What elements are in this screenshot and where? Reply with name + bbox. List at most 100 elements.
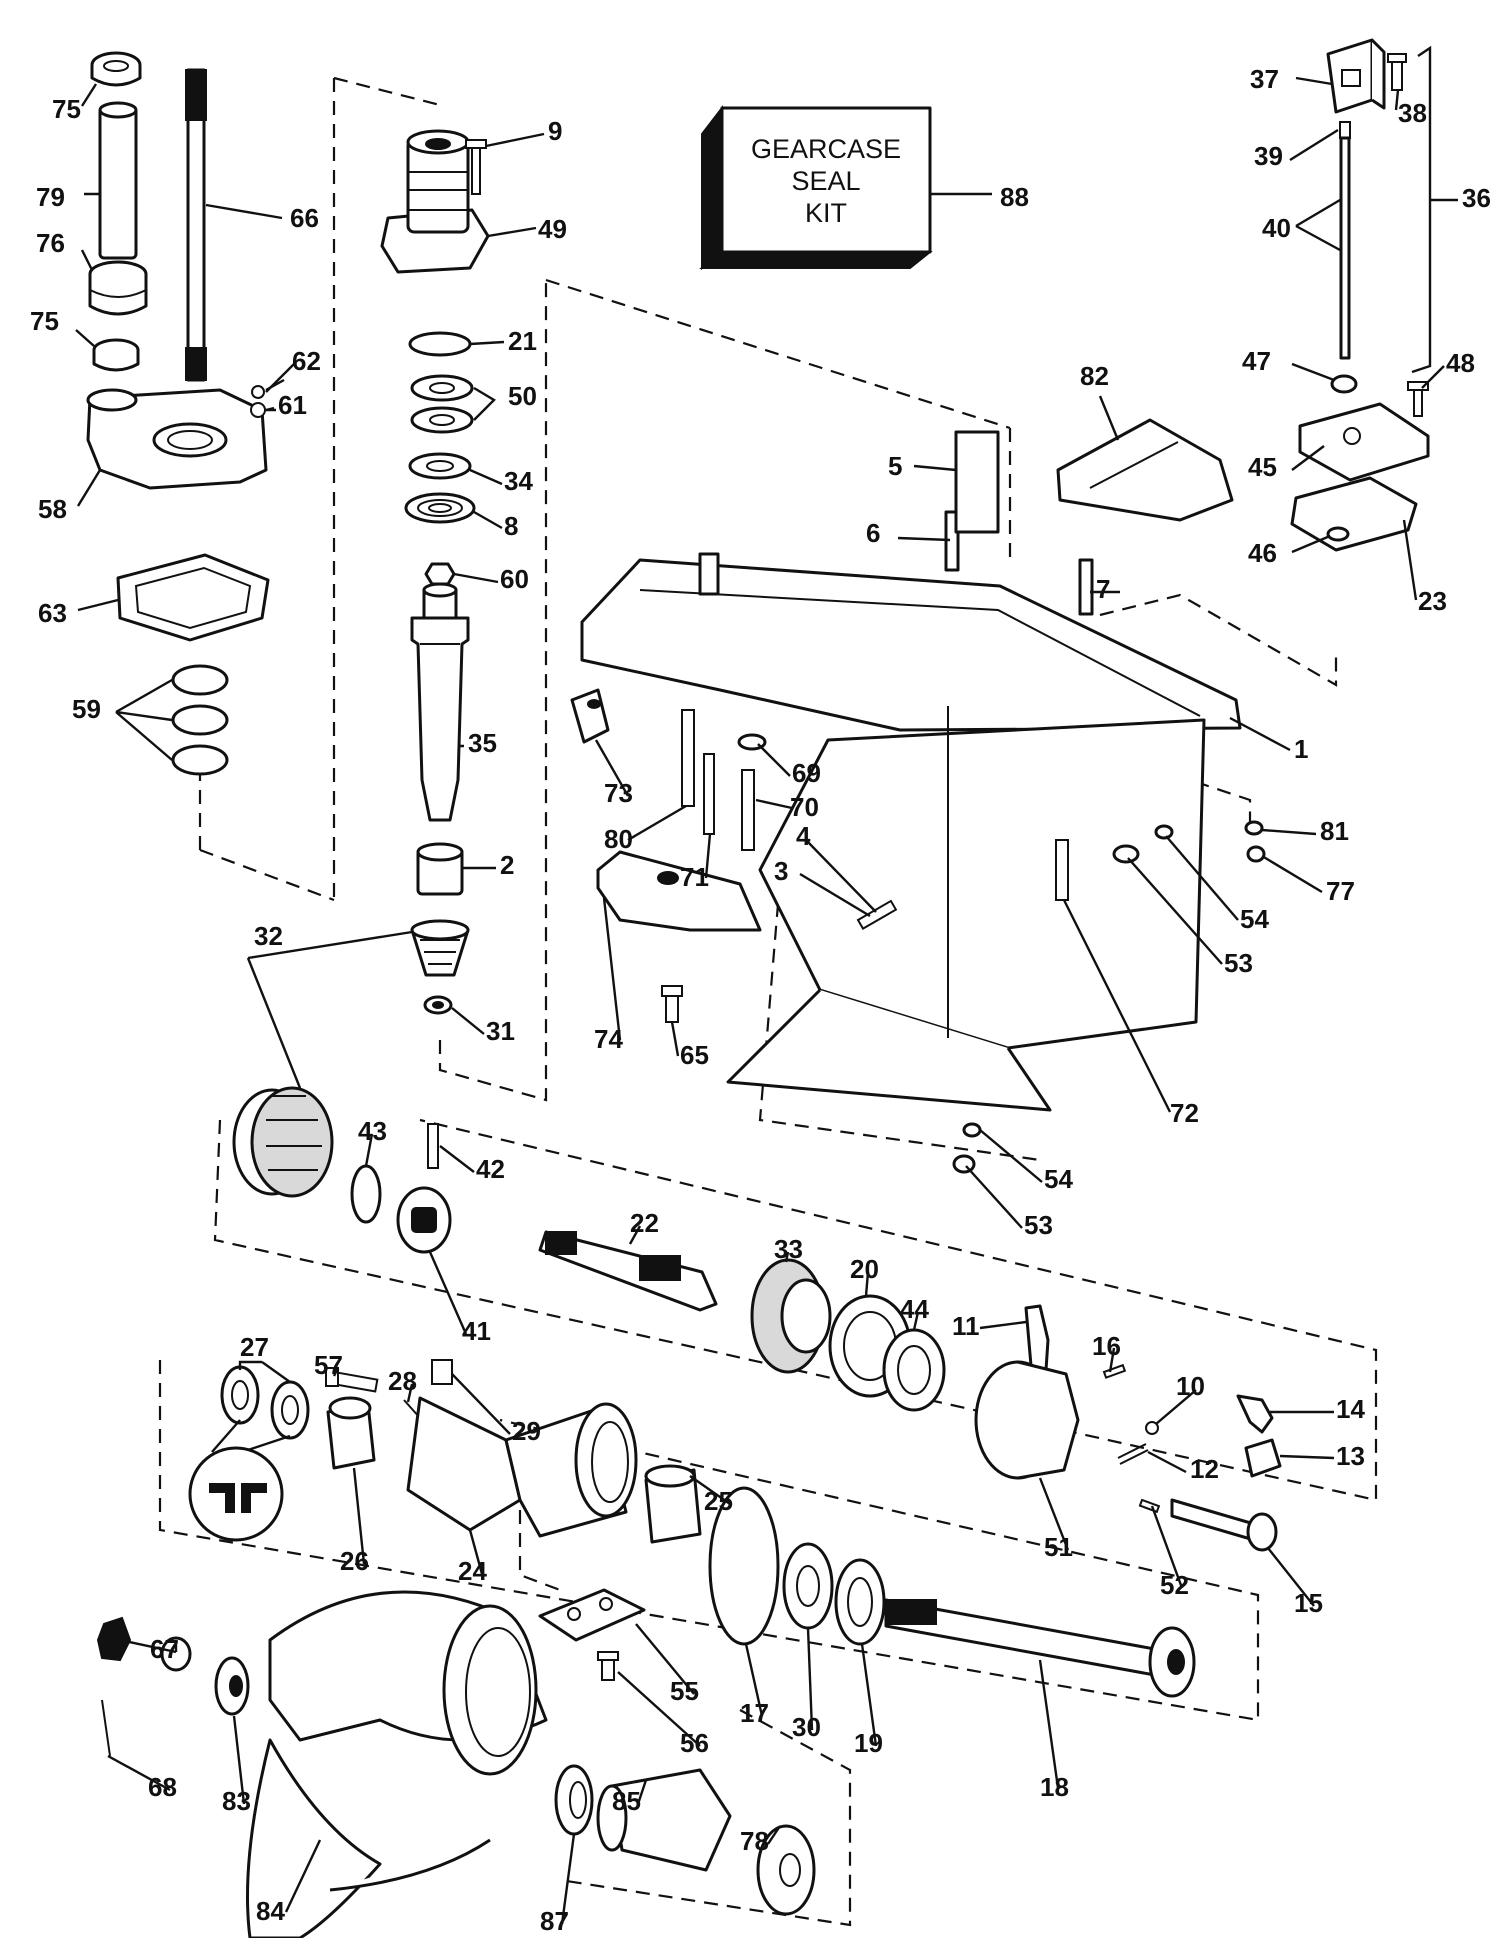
part-3-4-72-screws [856,839,1069,931]
callout-85: 85 [612,1786,641,1816]
callout-53: 53 [1024,1210,1053,1240]
part-8-thrust-bearing [404,492,476,524]
part-23-gasket [1290,476,1418,552]
callout-84: 84 [256,1896,285,1926]
callout-15: 15 [1294,1588,1323,1618]
callout-71: 71 [680,862,709,892]
callout-25: 25 [704,1486,733,1516]
callout-26: 26 [340,1546,369,1576]
part-49-pump-body [380,129,490,274]
callout-17: 17 [740,1698,769,1728]
callout-70: 70 [790,792,819,822]
callout-8: 8 [504,511,518,541]
part-25-bearing [644,1464,702,1544]
callout-40: 40 [1262,213,1291,243]
callout-11: 11 [952,1311,980,1341]
callout-23: 23 [1418,586,1447,616]
part-9-screw [465,139,487,195]
part-53-54-drain-screws [952,820,1266,1174]
part-65-screw [661,985,683,1023]
callout-3: 3 [774,856,788,886]
callout-16: 16 [1092,1331,1121,1361]
kit-label-line2: SEAL [791,166,860,196]
callout-55: 55 [670,1676,699,1706]
callout-76: 76 [36,228,65,258]
callout-18: 18 [1040,1772,1069,1802]
part-35-driveshaft-lower [410,582,470,822]
callout-36: 36 [1462,183,1491,213]
part-50-washers [410,374,496,434]
part-34-washer [408,452,472,480]
kit-label-line1: GEARCASE [751,134,901,164]
callout-77: 77 [1326,876,1355,906]
part-42-pin [427,1123,439,1169]
part-58-pump-housing [86,388,268,490]
part-27-seal-section-detail [188,1419,291,1542]
callout-38: 38 [1398,98,1427,128]
callout-81: 81 [1320,816,1349,846]
gearcase-seal-kit-box: GEARCASE SEAL KIT [699,105,992,271]
part-47-grommet [1330,374,1358,394]
callout-48: 48 [1446,348,1475,378]
part-67-nut-and-lock [96,1616,192,1672]
dashed-group-lines [158,76,1378,1927]
callout-49: 49 [538,214,567,244]
callout-32: 32 [254,921,283,951]
callout-75: 75 [30,306,59,336]
callout-45: 45 [1248,452,1277,482]
part-79-tube [98,101,138,260]
callout-leaders [75,76,1445,1925]
callout-43: 43 [358,1116,387,1146]
part-26-bearing [326,1396,376,1470]
part-16-10-12-small-parts [1102,1363,1159,1465]
callout-87: 87 [540,1906,569,1936]
callout-4: 4 [796,821,811,851]
part-41-clutch-dog [396,1186,452,1254]
callout-27: 27 [240,1332,269,1362]
part-55-plate [538,1588,646,1642]
callout-13: 13 [1336,1441,1365,1471]
callout-numbers: 7579667675626158635994921503486035232318… [30,64,1491,1936]
callout-41: 41 [462,1316,491,1346]
part-17-o-ring [708,1486,780,1646]
callout-19: 19 [854,1728,883,1758]
callout-24: 24 [458,1556,487,1586]
part-76-bushing [88,260,148,316]
part-73-anode-block [570,688,610,744]
callout-57: 57 [314,1350,343,1380]
callout-37: 37 [1250,64,1279,94]
callout-42: 42 [476,1154,505,1184]
part-63-gasket [116,553,270,642]
part-87-spacer [554,1764,594,1836]
callout-59: 59 [72,694,101,724]
callout-5: 5 [888,451,902,481]
part-66-driveshaft [185,68,283,382]
part-45-cover-plate [1298,402,1430,482]
kit-label-line3: KIT [805,198,847,228]
callout-12: 12 [1190,1454,1219,1484]
callout-80: 80 [604,824,633,854]
callout-47: 47 [1242,346,1271,376]
part-32-pinion-gear [410,919,470,977]
part-32-forward-gear [232,1086,334,1198]
part-15-shift-shaft [1170,1498,1278,1552]
part-14-shift-arm [1236,1394,1274,1434]
part-75-lower-seal [92,338,140,372]
part-68-cotter-pin [101,1699,111,1757]
callout-62: 62 [292,346,321,376]
callout-44: 44 [900,1294,929,1324]
callout-20: 20 [850,1254,879,1284]
callout-82: 82 [1080,361,1109,391]
callout-74: 74 [594,1024,623,1054]
callout-46: 46 [1248,538,1277,568]
callout-51: 51 [1044,1532,1073,1562]
callout-30: 30 [792,1712,821,1742]
callout-58: 58 [38,494,67,524]
part-60-nut [424,562,456,586]
part-74-trim-tab [596,850,762,932]
part-33-reverse-gear [750,1258,832,1374]
part-31-nut [423,995,453,1015]
callout-72: 72 [1170,1098,1199,1128]
callout-54: 54 [1044,1164,1073,1194]
callout-75: 75 [52,94,81,124]
